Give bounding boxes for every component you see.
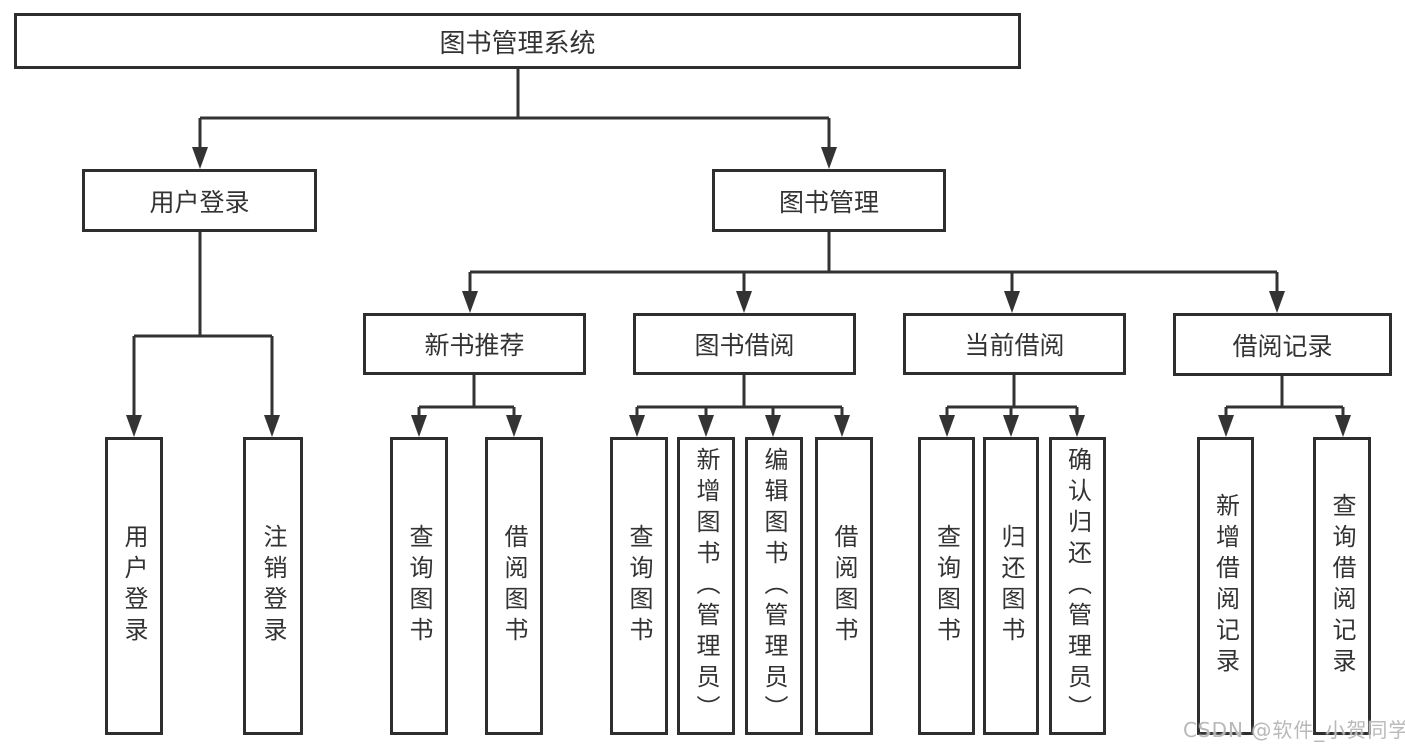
leaf-logout-login: 注销登录: [243, 437, 303, 735]
leaf-query-books-borrow: 查询图书: [610, 437, 668, 735]
node-borrow-records: 借阅记录: [1173, 313, 1392, 376]
leaf-query-books-current: 查询图书: [918, 437, 975, 735]
node-book-management: 图书管理: [712, 169, 946, 232]
leaf-confirm-return-admin: 确认归还（管理员）: [1049, 437, 1106, 735]
node-user-login: 用户登录: [82, 169, 317, 232]
leaf-borrow-books-recommend: 借阅图书: [485, 437, 543, 735]
leaf-edit-book-admin: 编辑图书（管理员）: [745, 437, 803, 735]
leaf-add-borrow-record: 新增借阅记录: [1197, 437, 1254, 735]
arrowhead-icons: [126, 147, 1351, 437]
node-new-book-recommend: 新书推荐: [363, 313, 586, 375]
leaf-query-borrow-record: 查询借阅记录: [1313, 437, 1371, 735]
leaf-user-login: 用户登录: [105, 437, 163, 735]
leaf-add-book-admin: 新增图书（管理员）: [677, 437, 735, 735]
node-current-borrow: 当前借阅: [903, 313, 1126, 375]
leaf-borrow-books-borrow: 借阅图书: [815, 437, 873, 735]
node-book-borrow: 图书借阅: [633, 313, 856, 375]
leaf-return-books: 归还图书: [983, 437, 1039, 735]
node-root: 图书管理系统: [14, 13, 1021, 69]
leaf-query-books-recommend: 查询图书: [390, 437, 448, 735]
csdn-watermark: CSDN @软件_小贺同学: [1183, 718, 1405, 742]
